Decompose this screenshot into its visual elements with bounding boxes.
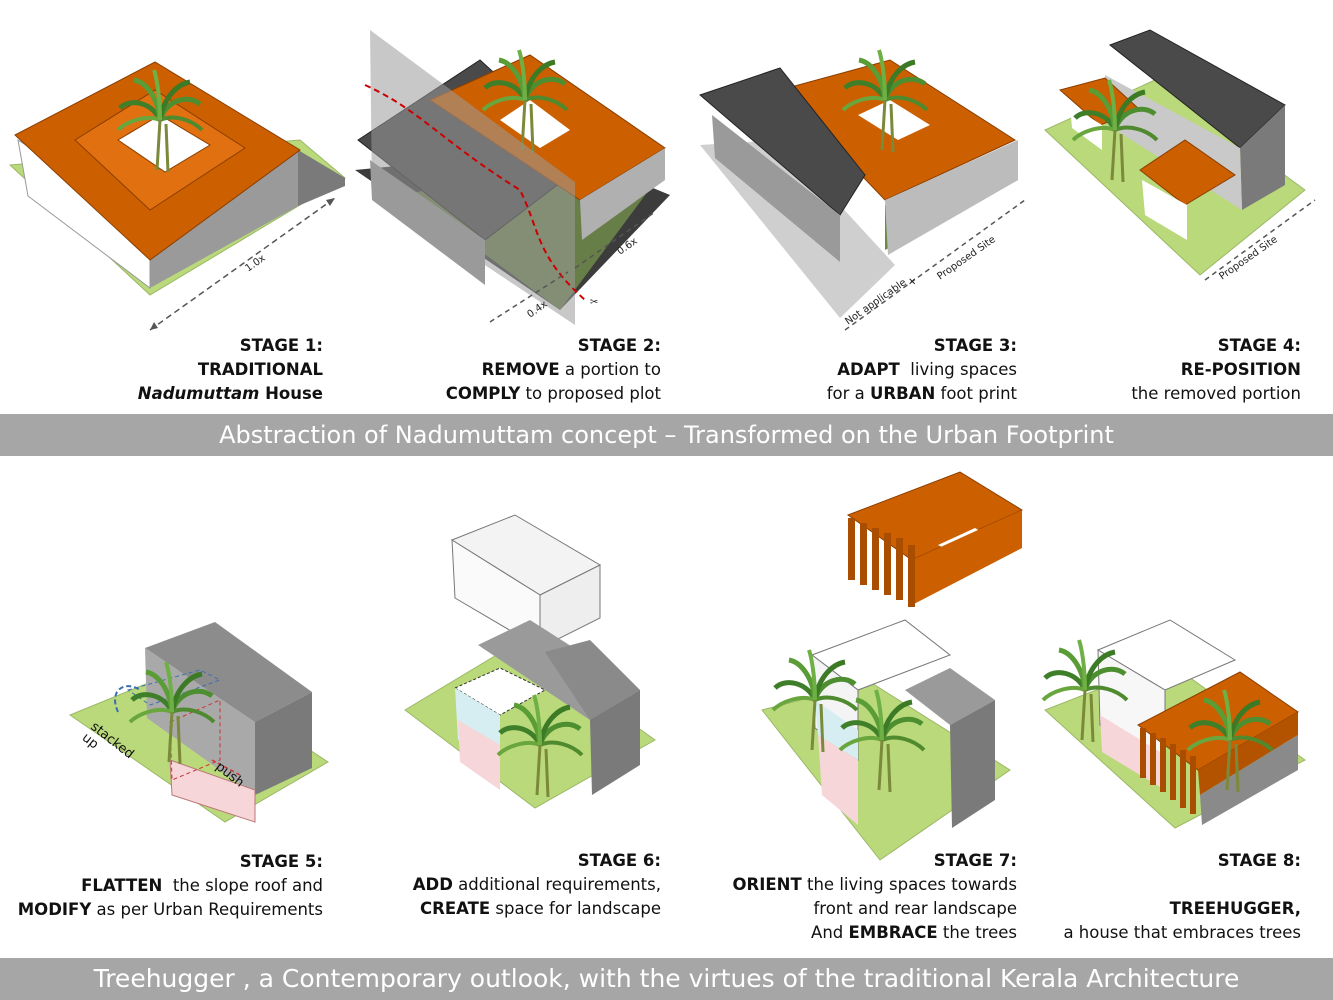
stage1-caption: STAGE 1: TRADITIONAL Nadumuttam House — [138, 334, 323, 406]
stage6-line2-bold: CREATE — [420, 899, 491, 918]
dim-label-full: 1.0x — [243, 253, 267, 275]
stage8-title: STAGE 8: — [1217, 851, 1301, 870]
stage7-line1-bold: ORIENT — [732, 875, 802, 894]
stage5-line2-bold: MODIFY — [17, 900, 92, 919]
stage5-line1: the slope roof and — [162, 876, 323, 895]
bottom-banner: Treehugger , a Contemporary outlook, wit… — [0, 958, 1333, 1000]
stage2-line2: to proposed plot — [520, 384, 661, 403]
stage7-title: STAGE 7: — [933, 851, 1017, 870]
stage5-title: STAGE 5: — [239, 852, 323, 871]
stage3-line1-bold: ADAPT — [837, 360, 900, 379]
stage1-line2-italic: Nadumuttam — [137, 384, 260, 403]
stage2-line1-bold: REMOVE — [481, 360, 560, 379]
stage3-line1: living spaces — [899, 360, 1017, 379]
stage6-line1-bold: ADD — [412, 875, 453, 894]
stage5-line1-bold: FLATTEN — [81, 876, 163, 895]
stage8-caption: STAGE 8: TREEHUGGER, a house that embrac… — [1063, 849, 1301, 945]
stage8-illustration — [1043, 619, 1306, 829]
stage3-illustration: ✕ — [699, 50, 1026, 331]
stage2-line1: a portion to — [559, 360, 661, 379]
stage2-line2-bold: COMPLY — [445, 384, 521, 403]
stage5-line2: as per Urban Requirements — [91, 900, 323, 919]
stage7-caption: STAGE 7: ORIENT the living spaces toward… — [733, 849, 1017, 945]
stage4-line2: the removed portion — [1131, 384, 1301, 403]
stage8-line1-bold: TREEHUGGER, — [1169, 899, 1301, 918]
stage1-line1: TRADITIONAL — [197, 360, 323, 379]
svg-text:✕: ✕ — [908, 277, 916, 288]
stage6-title: STAGE 6: — [577, 851, 661, 870]
stage3-line2-bold: URBAN — [870, 384, 936, 403]
stage4-title: STAGE 4: — [1217, 336, 1301, 355]
proposed-site-label-3: Proposed Site — [935, 234, 997, 282]
stage6-caption: STAGE 6: ADD additional requirements, CR… — [413, 849, 661, 921]
stage7-line1: the living spaces towards — [801, 875, 1017, 894]
svg-text:✂: ✂ — [590, 297, 598, 308]
stage3-title: STAGE 3: — [933, 336, 1017, 355]
stage7-illustration — [761, 471, 1024, 861]
stage1-illustration — [8, 61, 346, 331]
stage2-title: STAGE 2: — [577, 336, 661, 355]
stage3-line2: foot print — [935, 384, 1018, 403]
stage2-illustration: ✂ — [355, 30, 670, 325]
stage6-line1: additional requirements, — [452, 875, 661, 894]
stage5-illustration — [68, 622, 329, 823]
stage4-illustration — [1044, 29, 1316, 281]
stage3-line2-pre: for a — [826, 384, 870, 403]
stage7-line3: the trees — [937, 923, 1017, 942]
stage6-illustration — [404, 514, 656, 809]
stage4-line1-bold: RE-POSITION — [1180, 360, 1301, 379]
stage5-caption: STAGE 5: FLATTEN the slope roof and MODI… — [18, 850, 323, 922]
stage6-line2: space for landscape — [490, 899, 661, 918]
stage7-line3-pre: And — [811, 923, 849, 942]
stage4-caption: STAGE 4: RE-POSITION the removed portion — [1131, 334, 1301, 406]
stage7-line3-bold: EMBRACE — [848, 923, 938, 942]
top-banner: Abstraction of Nadumuttam concept – Tran… — [0, 414, 1333, 456]
stage2-caption: STAGE 2: REMOVE a portion to COMPLY to p… — [446, 334, 661, 406]
stage3-caption: STAGE 3: ADAPT living spaces for a URBAN… — [827, 334, 1017, 406]
stage7-line2: front and rear landscape — [813, 899, 1017, 918]
stage1-line2: House — [259, 384, 323, 403]
stage8-line2: a house that embraces trees — [1063, 923, 1301, 942]
stage1-title: STAGE 1: — [239, 336, 323, 355]
